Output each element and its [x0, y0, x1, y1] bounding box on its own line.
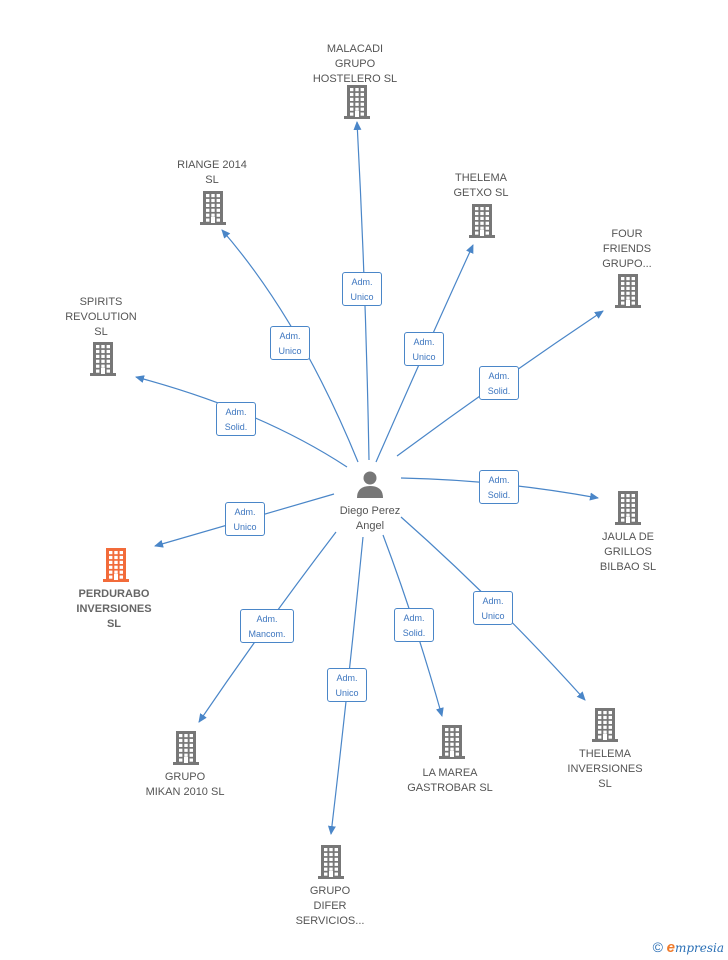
- building-icon-thelema-inv[interactable]: [592, 708, 618, 742]
- company-label-thelema-inv[interactable]: THELEMA INVERSIONES SL: [567, 748, 643, 790]
- building-icon-thelema-getxo[interactable]: [469, 204, 495, 238]
- building-icon-jaula[interactable]: [615, 491, 641, 525]
- relation-badge-malacadi: Adm. Unico: [342, 272, 382, 306]
- company-label-riange[interactable]: RIANGE 2014 SL: [177, 159, 247, 186]
- building-icon-malacadi[interactable]: [344, 85, 370, 119]
- relation-badge-thelema-getxo: Adm. Unico: [404, 332, 444, 366]
- building-icon-la-marea[interactable]: [439, 725, 465, 759]
- brand-initial: e: [666, 939, 675, 956]
- building-icon-mikan[interactable]: [173, 731, 199, 765]
- empresia-logo[interactable]: © empresia: [653, 939, 724, 956]
- company-label-perdurabo[interactable]: PERDURABO INVERSIONES SL: [76, 588, 152, 630]
- company-label-jaula[interactable]: JAULA DE GRILLOS BILBAO SL: [599, 531, 657, 573]
- building-icon-difer[interactable]: [318, 845, 344, 879]
- relation-badge-riange: Adm. Unico: [270, 326, 310, 360]
- relation-badge-four-friends: Adm. Solid.: [479, 366, 519, 400]
- brand-name: mpresia: [674, 941, 724, 955]
- relation-badge-thelema-inv: Adm. Unico: [473, 591, 513, 625]
- relation-badge-mikan: Adm. Mancom.: [240, 609, 294, 643]
- copyright-symbol: ©: [652, 939, 663, 955]
- building-icon-riange[interactable]: [200, 191, 226, 225]
- relation-badge-perdurabo: Adm. Unico: [225, 502, 265, 536]
- company-label-mikan[interactable]: GRUPO MIKAN 2010 SL: [145, 771, 225, 798]
- relation-badge-la-marea: Adm. Solid.: [394, 608, 434, 642]
- relation-badge-difer: Adm. Unico: [327, 668, 367, 702]
- person-label[interactable]: Diego Perez Angel: [339, 505, 401, 532]
- company-label-malacadi[interactable]: MALACADI GRUPO HOSTELERO SL: [312, 43, 398, 85]
- company-label-la-marea[interactable]: LA MAREA GASTROBAR SL: [407, 767, 493, 794]
- building-icon-perdurabo[interactable]: [103, 548, 129, 582]
- relation-badge-spirits: Adm. Solid.: [216, 402, 256, 436]
- building-icon-spirits[interactable]: [90, 342, 116, 376]
- building-icon-four-friends[interactable]: [615, 274, 641, 308]
- company-label-thelema-getxo[interactable]: THELEMA GETXO SL: [453, 172, 509, 199]
- company-label-spirits[interactable]: SPIRITS REVOLUTION SL: [65, 296, 137, 338]
- company-label-four-friends[interactable]: FOUR FRIENDS GRUPO...: [602, 228, 652, 270]
- company-label-difer[interactable]: GRUPO DIFER SERVICIOS...: [295, 885, 365, 927]
- relation-badge-jaula: Adm. Solid.: [479, 470, 519, 504]
- person-icon[interactable]: [357, 471, 383, 499]
